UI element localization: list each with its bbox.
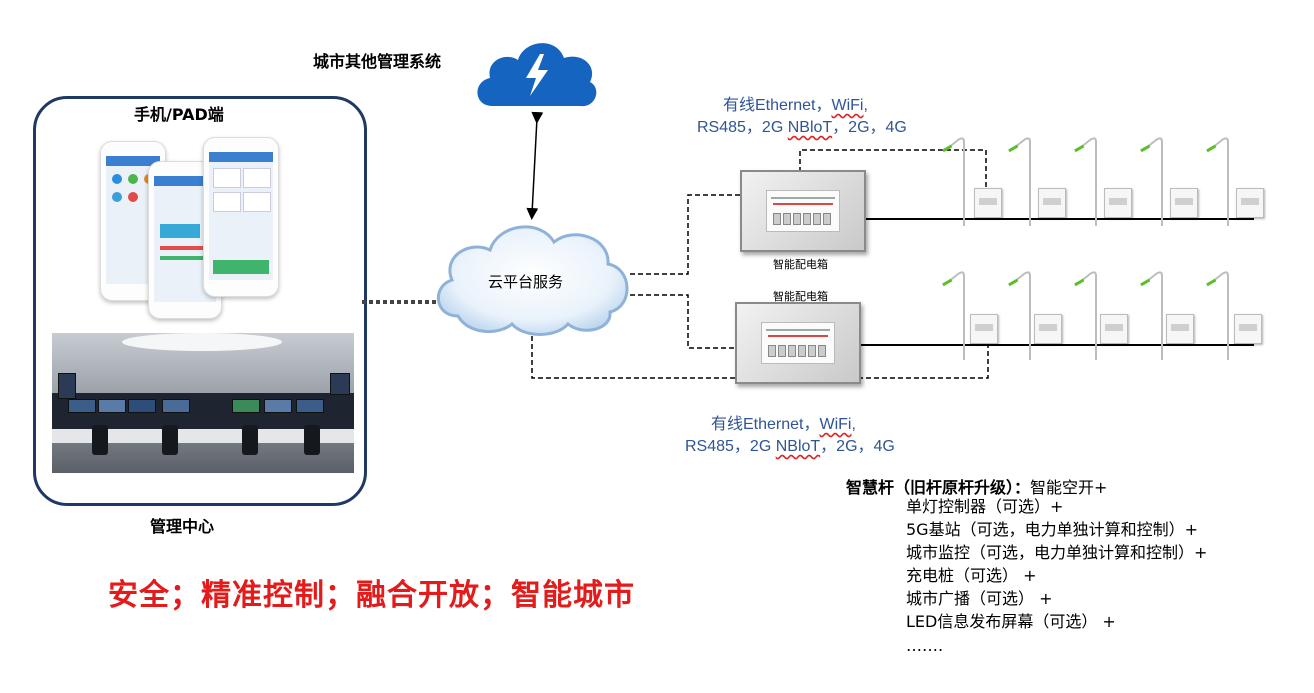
slogan: 安全；精准控制；融合开放；智能城市	[108, 578, 635, 613]
comm-top-line1-prefix: 有线Ethernet，	[723, 97, 832, 114]
smart-poles-top-row	[942, 137, 1229, 226]
smart-breaker	[1104, 188, 1132, 218]
feature-item: 城市广播（可选） +	[906, 589, 1053, 608]
comm-top-wifi: WiFi	[831, 97, 864, 114]
feature-item: LED信息发布屏幕（可选） +	[906, 612, 1116, 631]
smart-breaker	[1034, 314, 1062, 344]
distribution-box-bottom-label: 智能配电箱	[773, 290, 828, 303]
lightning-cloud-icon	[477, 43, 597, 107]
features-title: 智慧杆（旧杆原杆升级）：	[846, 478, 1031, 497]
comm-methods-top: 有线Ethernet，WiFi, RS485，2G NBloT，2G，4G	[697, 95, 937, 139]
comm-methods-bottom: 有线Ethernet，WiFi, RS485，2G NBloT，2G，4G	[685, 414, 935, 458]
features-first-item: 智能空开+	[1030, 478, 1108, 497]
feature-item: …….	[906, 636, 944, 655]
smart-breaker	[1236, 188, 1264, 218]
comm-top-line1-suffix: ,	[863, 97, 868, 114]
smart-breaker	[974, 188, 1002, 218]
features-heading: 智慧杆（旧杆原杆升级）：智能空开+	[846, 474, 1107, 498]
feature-item: 城市监控（可选，电力单独计算和控制）+	[906, 543, 1208, 562]
smart-breaker	[970, 314, 998, 344]
smart-poles-bottom-row	[942, 271, 1229, 360]
cloud-icon	[436, 225, 629, 336]
smart-breaker	[1170, 188, 1198, 218]
smart-breaker	[1234, 314, 1262, 344]
comm-bottom-line2-a: RS485，2G	[685, 438, 776, 455]
comm-bottom-nbiot: NBloT	[775, 438, 821, 455]
comm-top-nbiot: NBloT	[787, 119, 833, 136]
feature-item: 5G基站（可选，电力单独计算和控制）+	[906, 520, 1198, 539]
smart-breaker	[1166, 314, 1194, 344]
distribution-box-bottom	[735, 302, 861, 384]
smart-breaker	[1100, 314, 1128, 344]
control-room-image	[52, 333, 354, 473]
cloud-platform-label: 云平台服务	[488, 273, 564, 291]
comm-bottom-wifi: WiFi	[819, 416, 852, 433]
comm-bottom-line2-b: ，2G，4G	[820, 438, 895, 455]
mobile-label: 手机/PAD端	[134, 105, 224, 124]
comm-bottom-line1-suffix: ,	[851, 416, 856, 433]
comm-bottom-line1-prefix: 有线Ethernet，	[711, 416, 820, 433]
distribution-box-top	[740, 170, 866, 252]
management-center-label: 管理中心	[150, 517, 215, 536]
feature-item: 充电桩（可选） +	[906, 566, 1037, 585]
other-systems-label: 城市其他管理系统	[313, 52, 442, 71]
phone-image-right	[203, 137, 279, 297]
comm-top-line2-a: RS485，2G	[697, 119, 788, 136]
feature-item: 单灯控制器（可选）+	[906, 497, 1064, 516]
comm-top-line2-b: ，2G，4G	[832, 119, 907, 136]
distribution-box-top-label: 智能配电箱	[773, 258, 828, 271]
smart-breaker	[1038, 188, 1066, 218]
